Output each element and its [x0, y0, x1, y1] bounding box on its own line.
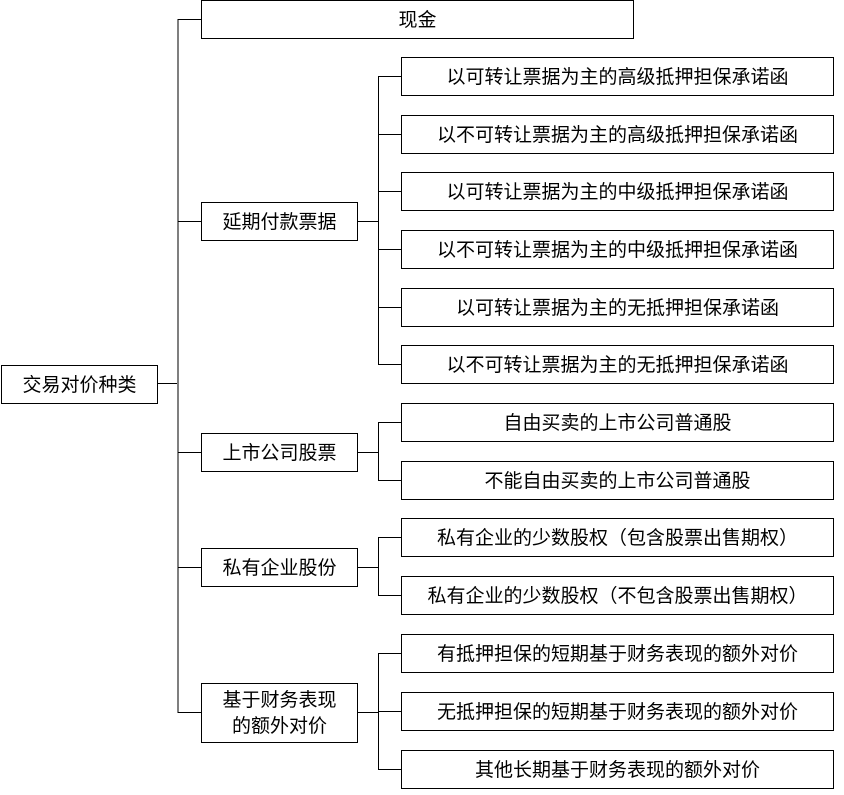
connector [378, 537, 379, 596]
leaf-node: 以不可转让票据为主的中级抵押担保承诺函 [401, 230, 834, 269]
leaf-label: 以不可转让票据为主的高级抵押担保承诺函 [436, 123, 798, 146]
leaf-node: 无抵押担保的短期基于财务表现的额外对价 [401, 692, 834, 731]
connector [378, 307, 401, 308]
leaf-label: 以可转让票据为主的无抵押担保承诺函 [455, 296, 779, 319]
leaf-node: 其他长期基于财务表现的额外对价 [401, 750, 834, 789]
connector [378, 653, 401, 654]
connector [178, 452, 201, 453]
connector [378, 769, 401, 770]
leaf-label: 私有企业的少数股权（包含股票出售期权） [436, 526, 798, 549]
connector [378, 480, 401, 481]
connector [378, 422, 401, 423]
leaf-node: 以不可转让票据为主的高级抵押担保承诺函 [401, 115, 834, 154]
leaf-label: 不能自由买卖的上市公司普通股 [484, 469, 751, 492]
root-node: 交易对价种类 [1, 365, 158, 404]
connector [378, 595, 401, 596]
connector [378, 134, 401, 135]
connector [378, 76, 379, 365]
node-cash: 现金 [201, 0, 634, 39]
leaf-node: 以可转让票据为主的无抵押担保承诺函 [401, 288, 834, 327]
leaf-node: 自由买卖的上市公司普通股 [401, 403, 834, 442]
node-label-line2: 的额外对价 [231, 715, 327, 737]
trunk-line [177, 19, 179, 713]
node-label: 延期付款票据 [222, 210, 337, 233]
node-private-equity: 私有企业股份 [201, 548, 358, 587]
node-label: 私有企业股份 [222, 556, 337, 579]
connector [178, 567, 201, 568]
connector [357, 221, 379, 222]
leaf-node: 以可转让票据为主的中级抵押担保承诺函 [401, 172, 834, 211]
connector [357, 712, 379, 713]
connector [378, 249, 401, 250]
leaf-label: 以可转让票据为主的高级抵押担保承诺函 [446, 65, 789, 88]
connector [178, 19, 201, 20]
root-label: 交易对价种类 [22, 373, 137, 396]
connector [178, 712, 201, 713]
leaf-label: 其他长期基于财务表现的额外对价 [474, 758, 760, 781]
node-listed-stock: 上市公司股票 [201, 433, 358, 472]
node-earnout: 基于财务表现 的额外对价 [201, 683, 358, 743]
leaf-label: 以可转让票据为主的中级抵押担保承诺函 [446, 180, 789, 203]
connector [378, 711, 401, 712]
leaf-node: 有抵押担保的短期基于财务表现的额外对价 [401, 634, 834, 673]
node-deferred-notes: 延期付款票据 [201, 202, 358, 241]
leaf-label: 无抵押担保的短期基于财务表现的额外对价 [436, 700, 798, 723]
connector [157, 383, 179, 384]
leaf-node: 私有企业的少数股权（包含股票出售期权） [401, 518, 834, 557]
node-label: 现金 [398, 8, 437, 31]
connector [378, 537, 401, 538]
connector [378, 76, 401, 77]
connector [357, 567, 379, 568]
connector [378, 422, 379, 481]
leaf-label: 自由买卖的上市公司普通股 [503, 411, 732, 434]
connector [357, 452, 379, 453]
node-label: 上市公司股票 [222, 441, 337, 464]
connector [178, 221, 201, 222]
connector [378, 364, 401, 365]
leaf-node: 不能自由买卖的上市公司普通股 [401, 461, 834, 500]
leaf-node: 私有企业的少数股权（不包含股票出售期权） [401, 576, 834, 615]
connector [378, 191, 401, 192]
leaf-node: 以不可转让票据为主的无抵押担保承诺函 [401, 345, 834, 384]
node-label-line1: 基于财务表现 [222, 689, 337, 711]
leaf-label: 以不可转让票据为主的中级抵押担保承诺函 [436, 238, 798, 261]
leaf-label: 有抵押担保的短期基于财务表现的额外对价 [436, 642, 798, 665]
leaf-label: 以不可转让票据为主的无抵押担保承诺函 [446, 353, 789, 376]
leaf-node: 以可转让票据为主的高级抵押担保承诺函 [401, 57, 834, 96]
leaf-label: 私有企业的少数股权（不包含股票出售期权） [427, 584, 808, 607]
